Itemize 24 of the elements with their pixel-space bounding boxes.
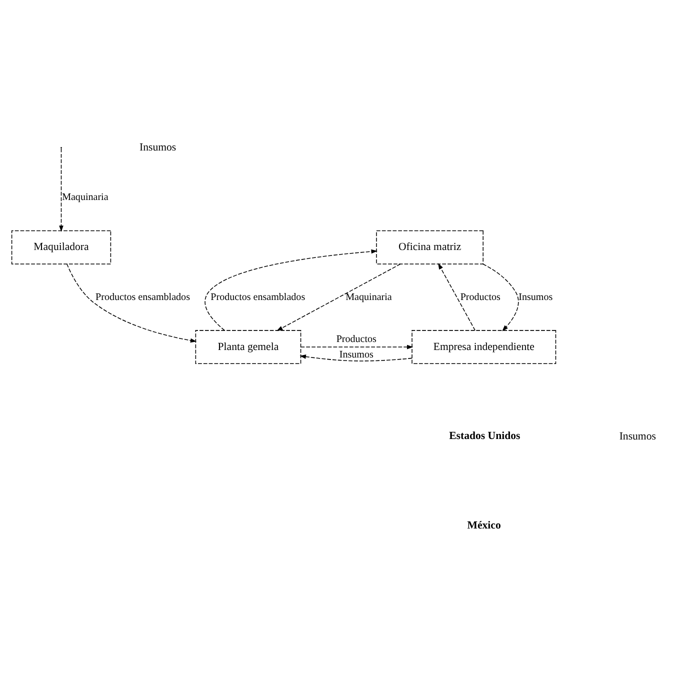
node-box: Planta gemela — [195, 330, 302, 364]
edge-label: Productos ensamblados — [210, 292, 306, 303]
arrow — [66, 264, 197, 343]
arrow — [482, 264, 519, 332]
node-box: Maquiladora — [11, 230, 112, 264]
label: México — [467, 519, 501, 532]
label: Insumos — [619, 430, 656, 443]
edge-label: Maquinaria — [62, 192, 108, 204]
node-box: Oficina matriz — [376, 230, 484, 264]
edge-label: Productos — [336, 334, 376, 345]
node-box: Empresa independiente — [412, 330, 556, 364]
arrow — [204, 249, 378, 331]
edge-label: Maquinaria — [346, 292, 392, 303]
edge-label: Insumos — [339, 349, 374, 360]
label: Insumos — [140, 142, 176, 154]
arrow — [276, 264, 401, 331]
edge-label: Insumos — [518, 292, 553, 303]
edge-label: Productos ensamblados — [96, 292, 190, 303]
arrow — [300, 354, 412, 362]
edge-label: Productos — [460, 292, 500, 303]
arrow — [438, 263, 476, 331]
arrow — [59, 148, 64, 232]
arrow — [300, 344, 414, 350]
label: Estados Unidos — [449, 430, 520, 442]
